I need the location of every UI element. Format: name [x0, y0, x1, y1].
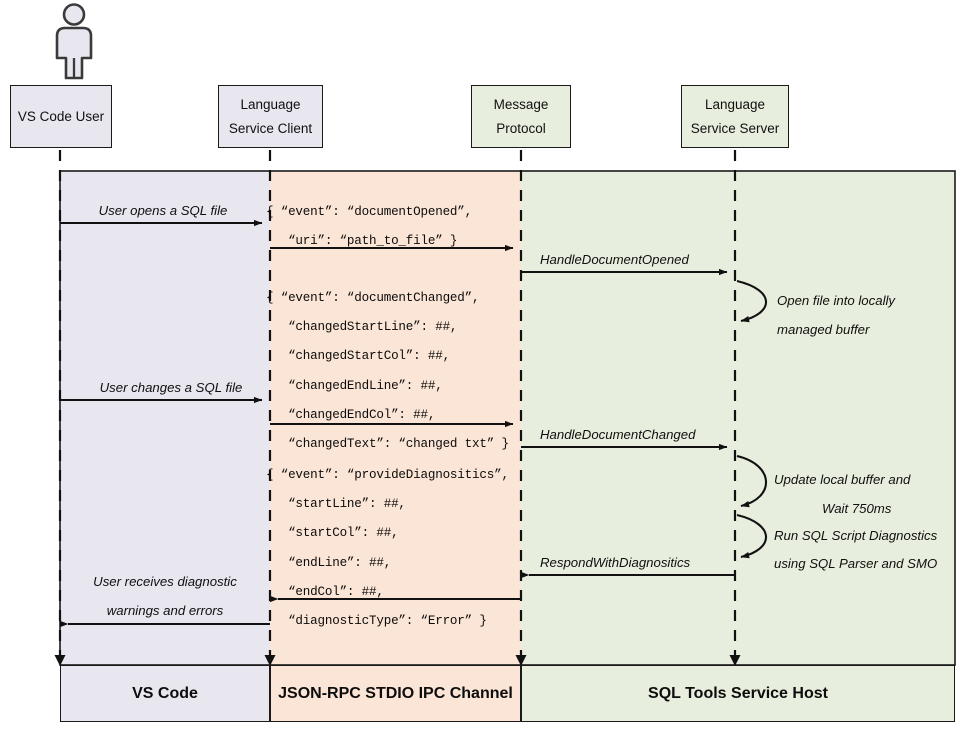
footer-segment-jsonrpc[interactable]: JSON-RPC STDIO IPC Channel: [270, 665, 521, 722]
stick-figure-actor-icon: [55, 3, 93, 80]
label-handle-document-changed: HandleDocumentChanged: [540, 427, 696, 442]
payload-document-opened: { “event”: “documentOpened”, “uri”: “pat…: [266, 205, 473, 249]
participant-message-protocol[interactable]: Message Protocol: [471, 85, 571, 148]
participant-vs-code-user-line1: VS Code User: [17, 108, 105, 124]
footer-segment-vs-code[interactable]: VS Code: [60, 665, 270, 722]
footer-label-sqltools: SQL Tools Service Host: [648, 684, 828, 702]
loop-run-diagnostics: [736, 513, 768, 559]
participant-language-service-server-line1: Language: [704, 96, 766, 112]
self-call-loops: [736, 279, 768, 559]
label-user-receives-diagnostics-line1: User receives diagnostic: [93, 574, 237, 589]
participant-message-protocol-line2: Protocol: [496, 120, 546, 136]
loop-open-file-buffer: [736, 279, 768, 323]
footer-segment-sqltools[interactable]: SQL Tools Service Host: [521, 665, 955, 722]
label-user-receives-diagnostics-line2: warnings and errors: [106, 603, 224, 618]
loop-update-buffer-wait: [736, 454, 767, 508]
participant-language-service-client[interactable]: Language Service Client: [218, 85, 323, 148]
label-respond-with-diagnositics: RespondWithDiagnositics: [540, 555, 691, 570]
participant-message-protocol-line1: Message: [493, 96, 549, 112]
participant-language-service-client-line1: Language: [240, 96, 301, 112]
message-arrows: [59, 219, 735, 628]
label-handle-document-opened: HandleDocumentOpened: [540, 252, 689, 267]
note-open-file-buffer-line1: Open file into locally: [777, 293, 896, 308]
label-user-opens-file: User opens a SQL file: [98, 203, 228, 218]
footer-label-vs-code: VS Code: [132, 684, 198, 702]
lifeline-terminators: [54, 655, 741, 666]
payload-provide-diagnositics: { “event”: “provideDiagnositics”, “start…: [266, 468, 509, 629]
note-run-diagnostics-line1: Run SQL Script Diagnostics: [774, 528, 938, 543]
footer-label-jsonrpc: JSON-RPC STDIO IPC Channel: [278, 684, 513, 702]
note-update-buffer-line1: Update local buffer and: [774, 472, 911, 487]
participant-vs-code-user[interactable]: VS Code User: [10, 85, 112, 148]
note-update-buffer-line2: Wait 750ms: [822, 501, 892, 516]
label-user-changes-file: User changes a SQL file: [99, 380, 243, 395]
participant-language-service-client-line2: Service Client: [228, 120, 313, 136]
note-open-file-buffer-line2: managed buffer: [777, 322, 870, 337]
participant-language-service-server-line2: Service Server: [690, 120, 780, 136]
participant-language-service-server[interactable]: Language Service Server: [681, 85, 789, 148]
payload-document-changed: { “event”: “documentChanged”, “changedSt…: [266, 291, 509, 452]
note-run-diagnostics-line2: using SQL Parser and SMO: [774, 556, 938, 571]
lifeline-bands: [59, 170, 956, 666]
